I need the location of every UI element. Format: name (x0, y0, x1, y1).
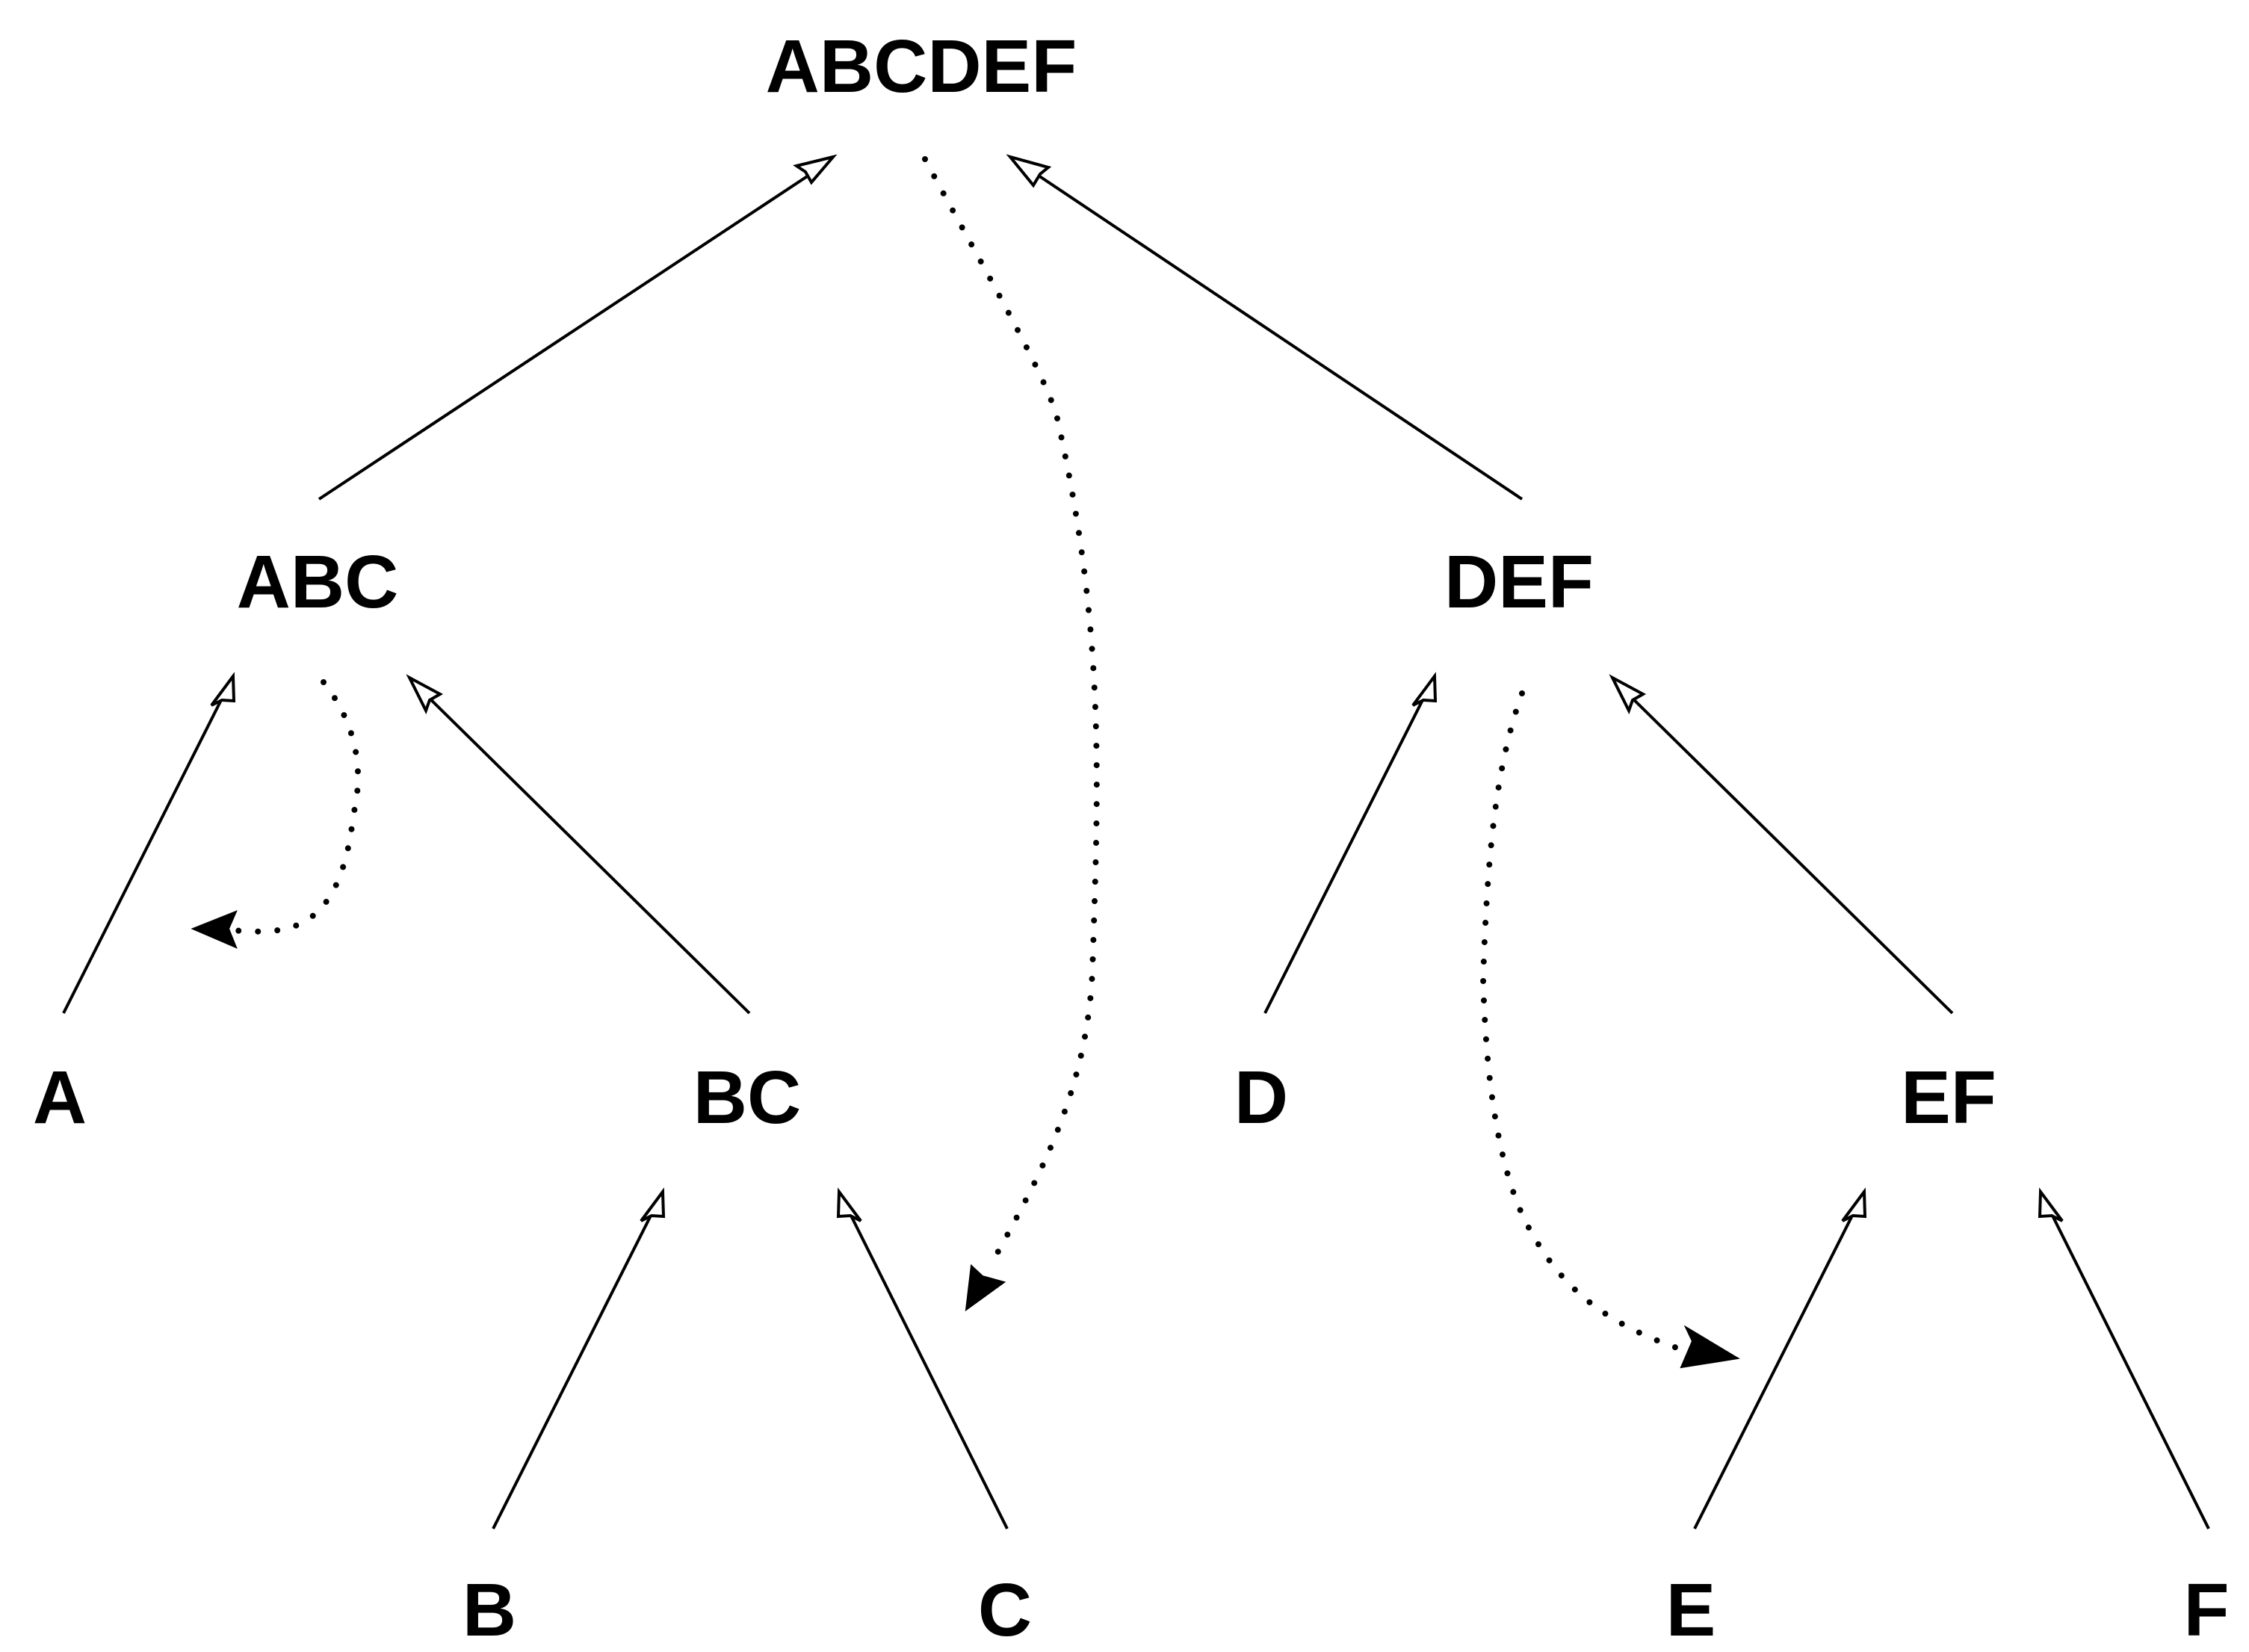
node-e: E (1666, 1568, 1716, 1652)
node-a: A (33, 1056, 87, 1139)
node-d: D (1234, 1056, 1288, 1139)
node-abcdef: ABCDEF (766, 25, 1077, 108)
arrowhead-dotted-def-to-e (1680, 1325, 1740, 1369)
arrowhead-d-to-def (1411, 672, 1438, 707)
arrowhead-f-to-ef (2038, 1187, 2064, 1222)
edge-a-to-abc (62, 690, 227, 1014)
edge-bc-to-abc (419, 688, 751, 1015)
arrowhead-dotted-abc-to-a (191, 910, 238, 949)
node-f: F (2183, 1568, 2229, 1652)
node-c: C (978, 1568, 1032, 1652)
arrowhead-b-to-bc (640, 1187, 666, 1222)
dotted-edge-abc-to-a (229, 679, 362, 935)
edge-f-to-ef (2047, 1206, 2210, 1529)
edge-def-to-abcdef (1024, 165, 1523, 501)
arrowhead-abc-to-abcdef (793, 154, 838, 185)
arrowhead-def-to-abcdef (1006, 154, 1052, 188)
arrowhead-ef-to-def (1609, 674, 1647, 715)
arrowhead-a-to-abc (210, 672, 236, 707)
arrowhead-dotted-abcdef-to-c (965, 1263, 1006, 1312)
arrowhead-e-to-ef (1841, 1187, 1867, 1222)
node-abc: ABC (237, 540, 399, 624)
dotted-edges (191, 156, 1740, 1369)
node-b: B (463, 1568, 516, 1652)
edge-b-to-bc (492, 1206, 657, 1529)
arrowhead-c-to-bc (836, 1187, 862, 1222)
edge-ef-to-def (1622, 688, 1954, 1015)
edge-c-to-bc (845, 1206, 1009, 1529)
edge-abc-to-abcdef (318, 165, 823, 501)
dotted-edge-def-to-e (1479, 690, 1693, 1355)
solid-edges (62, 154, 2210, 1529)
edge-e-to-ef (1693, 1206, 1858, 1529)
edge-d-to-def (1263, 690, 1429, 1014)
dotted-edge-abcdef-to-c (922, 156, 1100, 1260)
node-bc: BC (693, 1056, 801, 1139)
arrowhead-bc-to-abc (406, 674, 444, 715)
node-def: DEF (1444, 540, 1594, 624)
node-ef: EF (1901, 1056, 1996, 1139)
